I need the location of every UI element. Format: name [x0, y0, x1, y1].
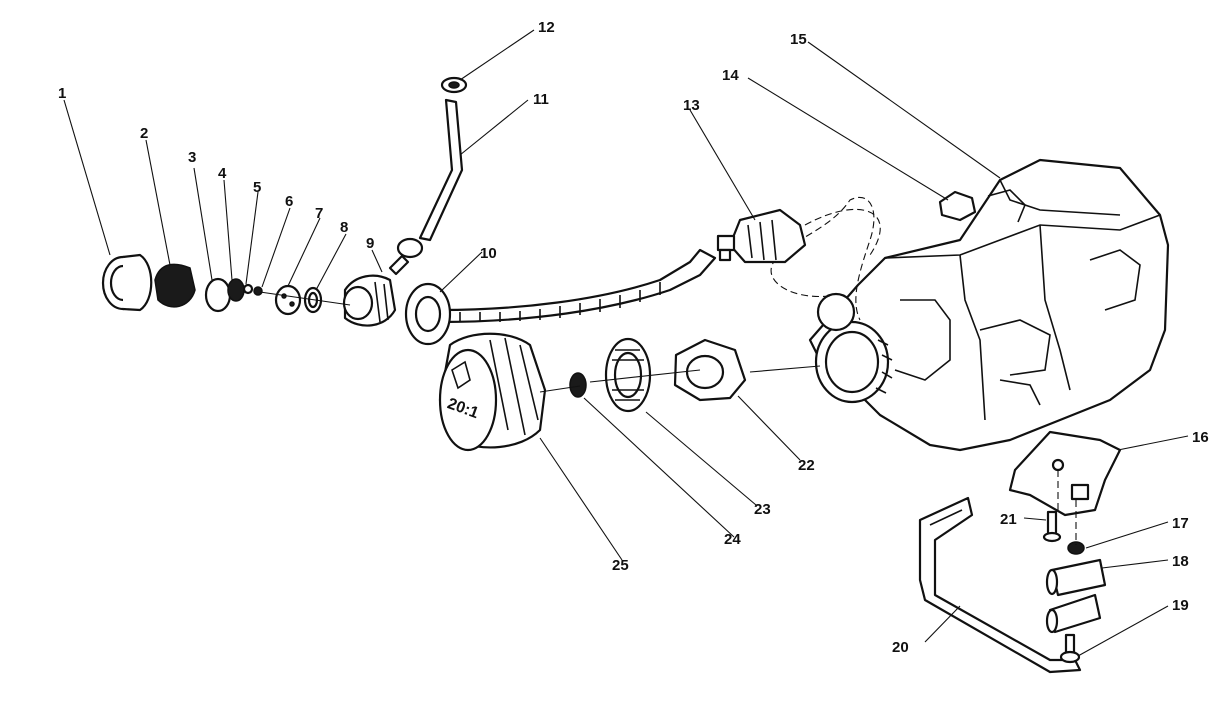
callout-12: 12 [538, 19, 555, 36]
spacer-18 [1045, 558, 1107, 597]
callout-7: 7 [315, 205, 323, 222]
callout-25: 25 [612, 557, 629, 574]
callout-11: 11 [533, 91, 549, 108]
callout-23: 23 [754, 501, 771, 518]
nut-17 [1067, 541, 1085, 555]
callout-18: 18 [1172, 553, 1189, 570]
fuel-line [396, 76, 468, 259]
leader-lines [63, 29, 1189, 657]
callout-16: 16 [1192, 429, 1209, 446]
filter-line-dashed [804, 208, 881, 256]
screw-21 [1042, 510, 1062, 543]
callout-5: 5 [253, 179, 261, 196]
callout-13: 13 [683, 97, 700, 114]
centerline-left [259, 291, 351, 306]
callout-9: 9 [366, 235, 374, 252]
callout-2: 2 [140, 125, 148, 142]
cap-gasket-seal [569, 337, 747, 413]
cap-assembly-left [101, 253, 410, 327]
callout-4: 4 [218, 165, 227, 182]
fuel-filter [716, 208, 807, 264]
callout-10: 10 [480, 245, 497, 262]
screw-19 [1059, 633, 1081, 664]
callout-24: 24 [724, 531, 741, 548]
vent-14 [938, 190, 977, 222]
callout-3: 3 [188, 149, 196, 166]
callout-22: 22 [798, 457, 815, 474]
callout-labels: 1 2 3 4 5 6 7 8 9 10 11 12 13 14 15 16 1… [58, 19, 1209, 656]
spacer-lower [1045, 593, 1102, 634]
callout-8: 8 [340, 219, 348, 236]
callout-6: 6 [285, 193, 293, 210]
callout-21: 21 [1000, 511, 1017, 528]
fuel-cap: 20:1 [438, 332, 547, 452]
bracket-centerline [1057, 470, 1077, 545]
fuel-tank [770, 158, 1170, 452]
callout-20: 20 [892, 639, 909, 656]
mounting-bracket [1008, 430, 1122, 517]
callout-17: 17 [1172, 515, 1189, 532]
callout-15: 15 [790, 31, 807, 48]
callout-1: 1 [58, 85, 66, 102]
callout-19: 19 [1172, 597, 1189, 614]
centerline-cap [539, 365, 821, 393]
fuel-hose [404, 248, 717, 346]
callout-14: 14 [722, 67, 739, 84]
